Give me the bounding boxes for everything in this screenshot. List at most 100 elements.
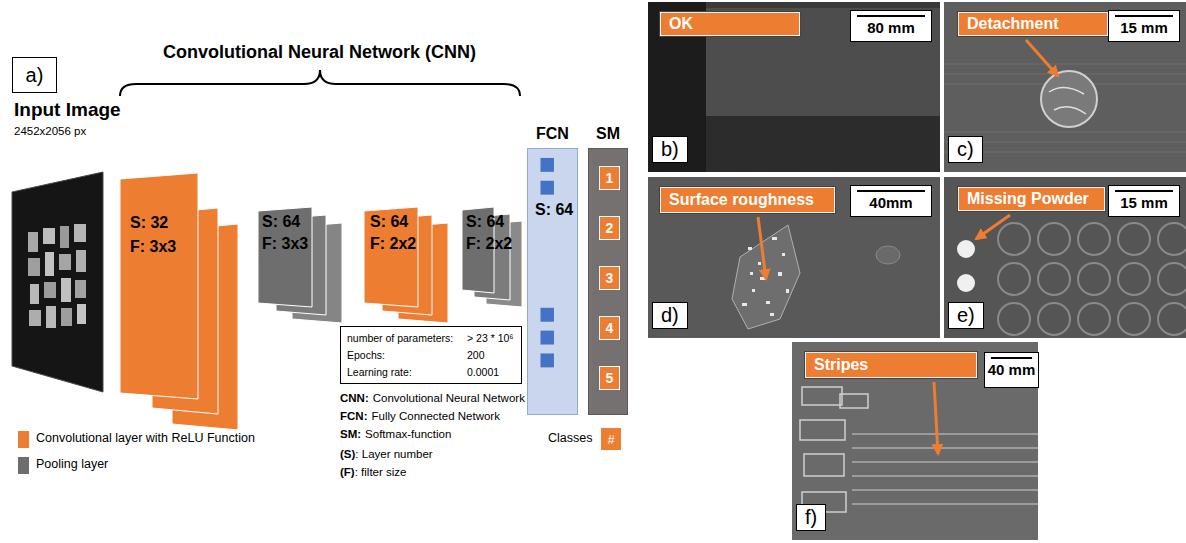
illustration-circle <box>998 303 1030 335</box>
abbreviation: CNN: <box>340 392 369 404</box>
illustration-circle <box>957 274 975 292</box>
scale-line <box>1115 190 1173 192</box>
illustration-circle <box>1041 71 1097 127</box>
illustration-rect <box>43 228 55 244</box>
table-cell: Epochs: <box>347 349 385 361</box>
layer-label: F: 3x3 <box>130 238 176 256</box>
illustration-rect <box>748 247 752 250</box>
scale-bar: 40mm <box>850 185 932 217</box>
illustration-circle <box>1078 263 1110 295</box>
class-box: 3 <box>599 266 620 290</box>
illustration-circle <box>1118 263 1150 295</box>
illustration-rect <box>76 250 86 272</box>
scale-line <box>857 15 925 17</box>
defect-name: Missing Powder <box>967 190 1089 208</box>
input-image-illustration <box>12 172 103 392</box>
abbreviation: (S) <box>340 448 355 460</box>
illustration-rect <box>944 2 1186 172</box>
illustration-circle <box>1038 263 1070 295</box>
illustration-circle <box>1158 303 1186 335</box>
illustration-rect <box>60 226 69 248</box>
layer-label: S: 64 <box>535 201 573 219</box>
illustration-rect <box>540 308 553 322</box>
defect-name: Detachment <box>967 15 1059 33</box>
illustration-rect <box>540 181 553 195</box>
class-number: 3 <box>606 270 614 286</box>
layer-label: F: 3x3 <box>262 235 308 253</box>
class-symbol: # <box>607 432 614 447</box>
abbreviation-meaning: : filter size <box>355 466 407 478</box>
layer-stack: S: 32 F: 3x3 <box>118 172 238 432</box>
layer-label: S: 64 <box>262 213 300 231</box>
scale-length: 15 mm <box>1120 194 1168 211</box>
layer-label: S: 64 <box>466 213 504 231</box>
illustration-rect <box>28 258 40 276</box>
illustration-line <box>852 461 1038 463</box>
defect-label: OK <box>660 12 800 36</box>
illustration-circle <box>1078 223 1110 255</box>
abbreviation-meaning: : Layer number <box>355 448 432 460</box>
illustration-rect <box>29 310 41 326</box>
class-box: 2 <box>599 216 620 240</box>
illustration-line <box>852 447 1038 449</box>
illustration-rect <box>648 2 940 172</box>
panel-letter: c) <box>948 136 983 163</box>
abbreviation: SM: <box>340 428 361 440</box>
illustration-rect <box>742 303 747 306</box>
class-number: 4 <box>606 320 614 336</box>
layer-label: SM <box>596 125 620 143</box>
scale-length: 40mm <box>869 194 912 211</box>
image-title: Input Image <box>14 99 121 121</box>
abbreviation: (F) <box>340 466 355 478</box>
scale-line <box>991 357 1032 359</box>
illustration-line <box>852 489 1038 491</box>
legend-text: Convolutional layer with ReLU Function <box>36 431 255 445</box>
layer-label: S: 32 <box>130 214 168 232</box>
illustration-rect <box>61 278 71 302</box>
illustration-rect <box>786 289 789 293</box>
abbreviation-meaning: Softmax-function <box>365 428 451 440</box>
defect-label: Stripes <box>805 352 977 378</box>
conv-layer-stack <box>118 172 238 432</box>
scale-bar: 40 mm <box>984 352 1039 388</box>
panel-letter-box: a) <box>12 57 57 93</box>
illustration-rect <box>840 394 868 408</box>
illustration-circle <box>1158 263 1186 295</box>
illustration-rect <box>758 262 761 265</box>
illustration-polygon <box>258 207 312 307</box>
abbreviation-row: (F): filter size <box>340 466 406 478</box>
defect-label: Missing Powder <box>958 187 1105 211</box>
illustration-rect <box>750 272 753 275</box>
defect-name: Stripes <box>814 356 868 374</box>
photo-panel: d)Surface roughness40mm <box>648 177 940 338</box>
illustration-rect <box>778 272 782 276</box>
abbreviation-row: FCN:Fully Connected Network <box>340 410 500 422</box>
illustration-rect <box>706 2 940 8</box>
panel-letter: d) <box>652 302 688 329</box>
softmax-bar: SM12345 <box>588 148 628 415</box>
table-cell: 0.0001 <box>467 366 499 378</box>
illustration-line <box>934 382 938 454</box>
scale-length: 80 mm <box>867 19 915 36</box>
legend-swatch <box>18 457 29 474</box>
layer-label: FCN <box>536 125 569 143</box>
illustration-rect <box>772 237 777 240</box>
legend-text: Classes <box>548 431 592 445</box>
layer-label: F: 2x2 <box>370 235 416 253</box>
table-cell: number of parameters: <box>347 332 453 344</box>
illustration-rect <box>30 284 39 304</box>
class-box: 1 <box>599 166 620 190</box>
illustration-circle <box>1038 223 1070 255</box>
layer-label: F: 2x2 <box>466 235 512 253</box>
class-number: 5 <box>606 370 614 386</box>
legend-swatch: # <box>601 428 621 450</box>
abbreviation-row: SM: Softmax-function <box>340 428 451 440</box>
fully-connected-bar: FCNS: 64 <box>527 148 578 415</box>
scale-length: 15 mm <box>1120 19 1168 36</box>
illustration-line <box>1026 40 1058 76</box>
illustration-rect <box>540 331 553 345</box>
abbreviation-row: (S): Layer number <box>340 448 433 460</box>
defect-name: OK <box>669 15 693 33</box>
illustration-line <box>758 217 766 279</box>
illustration-rect <box>74 224 86 242</box>
